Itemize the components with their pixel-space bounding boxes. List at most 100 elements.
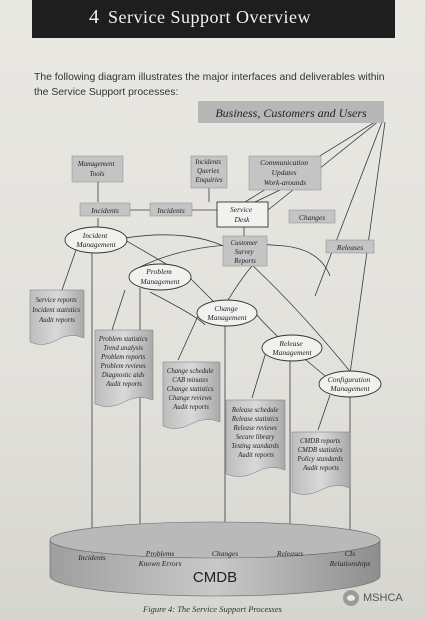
doc-problem-6: Audit reports bbox=[105, 381, 142, 388]
change-mgmt-line-1: Change bbox=[214, 304, 238, 313]
incident-management-node bbox=[64, 226, 128, 254]
management-tools-line-2: Tools bbox=[90, 170, 105, 178]
problem-mgmt-line-1: Problem bbox=[145, 267, 172, 276]
doc-release-2: Release statistics bbox=[231, 416, 279, 423]
chapter-title: Service Support Overview bbox=[108, 7, 311, 27]
configuration-management-node bbox=[318, 370, 382, 398]
doc-change-4: Change reviews bbox=[168, 395, 212, 402]
changes-label: Changes bbox=[299, 213, 325, 222]
survey-line-3: Reports bbox=[233, 257, 256, 265]
cmdb-label-cis: CIs bbox=[345, 549, 356, 558]
svg-text:Release Management: Release Management bbox=[271, 339, 312, 357]
cmdb-label-known-errors: Known Errors bbox=[138, 559, 182, 568]
cmdb-cylinder-top bbox=[49, 521, 381, 559]
svg-text:CMDB reports CMDB statis: CMDB reports CMDB statistics Policy stan… bbox=[296, 438, 344, 472]
communication-box bbox=[248, 155, 322, 191]
changes-box bbox=[288, 209, 336, 224]
doc-release-6: Audit reports bbox=[237, 452, 274, 459]
svg-text:Incident Management: Incident Management bbox=[75, 231, 116, 249]
svg-text:Problem Management: Problem Management bbox=[139, 267, 180, 286]
svg-text:Change schedule CAB minu: Change schedule CAB minutes Change stati… bbox=[167, 368, 215, 411]
figure-caption: Figure 4: The Service Support Processes bbox=[143, 604, 282, 614]
svg-text:Service reports Incident: Service reports Incident statistics Audi… bbox=[31, 297, 81, 324]
problem-reports-doc bbox=[94, 329, 154, 407]
change-mgmt-line-2: Management bbox=[206, 313, 247, 322]
incident-mgmt-line-2: Management bbox=[75, 240, 116, 249]
cmdb-label-releases: Releases bbox=[276, 549, 303, 558]
business-label: Business, Customers and Users bbox=[215, 106, 367, 120]
svg-text:Change Management: Change Management bbox=[206, 304, 247, 322]
doc-config-1: CMDB reports bbox=[300, 438, 341, 445]
incident-mgmt-line-1: Incident bbox=[82, 231, 108, 240]
svg-text:Service Desk: Service Desk bbox=[230, 205, 254, 224]
cmdb-title: CMDB bbox=[193, 569, 237, 586]
release-reports-doc bbox=[225, 399, 286, 477]
enquiries-line-1: Incidents bbox=[194, 158, 221, 166]
incidents-label-2: Incidents bbox=[156, 206, 185, 215]
cmdb-label-problems: Problems bbox=[145, 549, 175, 558]
svg-text:Release schedule Release: Release schedule Release statistics Rele… bbox=[231, 407, 281, 459]
service-desk-line-2: Desk bbox=[234, 215, 251, 224]
chapter-header: 4 Service Support Overview bbox=[32, 0, 395, 38]
doc-problem-5: Diagnostic aids bbox=[101, 372, 145, 379]
intro-paragraph: The following diagram illustrates the ma… bbox=[34, 72, 385, 98]
doc-incident-3: Audit reports bbox=[38, 317, 75, 324]
communication-line-2: Updates bbox=[272, 168, 297, 177]
svg-text:Configuration Management: Configuration Management bbox=[328, 375, 372, 393]
communication-line-3: Work-arounds bbox=[264, 178, 306, 187]
service-desk-line-1: Service bbox=[230, 205, 253, 214]
watermark-text: MSHCA bbox=[363, 592, 403, 604]
change-management-node bbox=[196, 299, 258, 327]
customer-survey-box bbox=[222, 235, 268, 267]
release-mgmt-line-2: Management bbox=[271, 348, 312, 357]
incidents-box-2 bbox=[149, 202, 193, 217]
management-tools-line-1: Management bbox=[77, 160, 116, 168]
svg-text:Customer Survey Re: Customer Survey Reports bbox=[231, 239, 260, 265]
doc-release-4: Secure library bbox=[236, 434, 276, 441]
doc-incident-2: Incident statistics bbox=[31, 307, 80, 314]
doc-config-2: CMDB statistics bbox=[298, 447, 343, 454]
config-mgmt-line-2: Management bbox=[329, 384, 370, 393]
doc-release-3: Release reviews bbox=[232, 425, 277, 432]
cmdb-label-changes: Changes bbox=[212, 549, 238, 558]
svg-text:Management Tools: Management Tools bbox=[77, 160, 116, 178]
survey-line-1: Customer bbox=[231, 239, 259, 247]
release-mgmt-line-1: Release bbox=[278, 339, 303, 348]
doc-problem-3: Problem reports bbox=[100, 354, 146, 361]
doc-change-5: Audit reports bbox=[172, 404, 209, 411]
change-reports-doc bbox=[162, 361, 221, 429]
survey-line-2: Survey bbox=[235, 248, 255, 256]
cmdb-label-incidents: Incidents bbox=[77, 553, 106, 562]
doc-problem-4: Problem reviews bbox=[99, 363, 146, 370]
wechat-logo-icon bbox=[343, 590, 359, 606]
doc-incident-1: Service reports bbox=[36, 297, 77, 304]
management-tools-box bbox=[71, 155, 124, 183]
doc-problem-1: Problem statistics bbox=[98, 336, 148, 343]
doc-config-4: Audit reports bbox=[302, 465, 339, 472]
enquiries-line-3: Enquiries bbox=[194, 176, 222, 184]
incident-reports-doc bbox=[29, 289, 85, 345]
doc-change-2: CAB minutes bbox=[172, 377, 208, 384]
doc-change-1: Change schedule bbox=[167, 368, 214, 375]
config-mgmt-line-1: Configuration bbox=[328, 375, 371, 384]
release-management-node bbox=[261, 334, 323, 362]
incidents-box-1 bbox=[79, 202, 131, 217]
business-banner bbox=[198, 101, 384, 123]
watermark: MSHCA bbox=[343, 588, 423, 608]
chapter-number: 4 bbox=[89, 6, 99, 28]
svg-text:Problem statistics Trend: Problem statistics Trend analysis Proble… bbox=[98, 336, 149, 388]
enquiries-line-2: Queries bbox=[197, 167, 219, 175]
doc-config-3: Policy standards bbox=[296, 456, 343, 463]
releases-box bbox=[325, 239, 375, 254]
doc-release-5: Testing standards bbox=[231, 443, 279, 450]
doc-problem-2: Trend analysis bbox=[103, 345, 143, 352]
enquiries-box bbox=[190, 155, 228, 189]
releases-label: Releases bbox=[336, 243, 363, 252]
problem-mgmt-line-2: Management bbox=[139, 277, 180, 286]
doc-change-3: Change statistics bbox=[167, 386, 214, 393]
communication-line-1: Communication bbox=[260, 158, 308, 167]
svg-text:Communication Updates: Communication Updates Work-arounds bbox=[260, 158, 310, 187]
incidents-label-1: Incidents bbox=[90, 206, 119, 215]
